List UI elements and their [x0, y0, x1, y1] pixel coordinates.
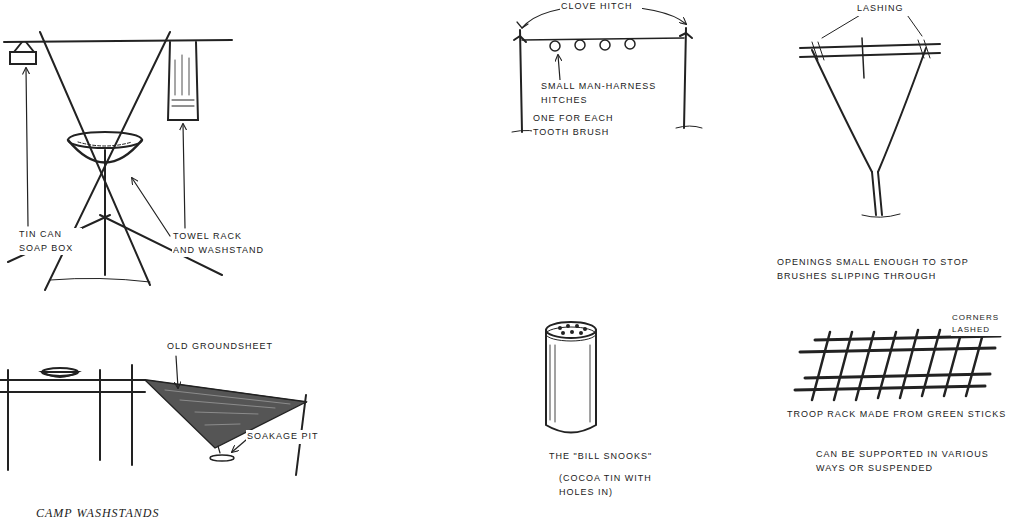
callout-label: SMALL MAN-HARNESS HITCHES — [540, 80, 670, 107]
figure-caption: CAMP WASHSTANDS — [36, 506, 159, 521]
callout-label: OLD GROUNDSHEET — [166, 340, 298, 354]
callout-label: TROOP RACK MADE FROM GREEN STICKS — [786, 408, 1008, 422]
callout-label: ONE FOR EACH TOOTH BRUSH — [532, 112, 646, 139]
forked-stick-rack — [800, 12, 940, 217]
callout-label: (COCOA TIN WITH HOLES IN) — [558, 472, 675, 499]
troop-rack — [795, 326, 1000, 400]
cocoa-tin — [546, 322, 596, 433]
callout-label: THE "BILL SNOOKS" — [548, 450, 700, 464]
callout-label: CORNERS LASHED — [951, 312, 1009, 336]
callout-label: OPENINGS SMALL ENOUGH TO STOP BRUSHES SL… — [776, 256, 1003, 283]
callout-label: SOAKAGE PIT — [246, 430, 338, 444]
callout-label: CLOVE HITCH — [560, 0, 642, 14]
callout-label: TOWEL RACK AND WASHSTAND — [172, 230, 266, 257]
groundsheet-washstand — [0, 356, 306, 475]
callout-label: TIN CAN SOAP BOX — [18, 228, 82, 255]
callout-label: LASHING — [856, 2, 928, 16]
callout-label: CAN BE SUPPORTED IN VARIOUS WAYS OR SUSP… — [815, 448, 992, 475]
